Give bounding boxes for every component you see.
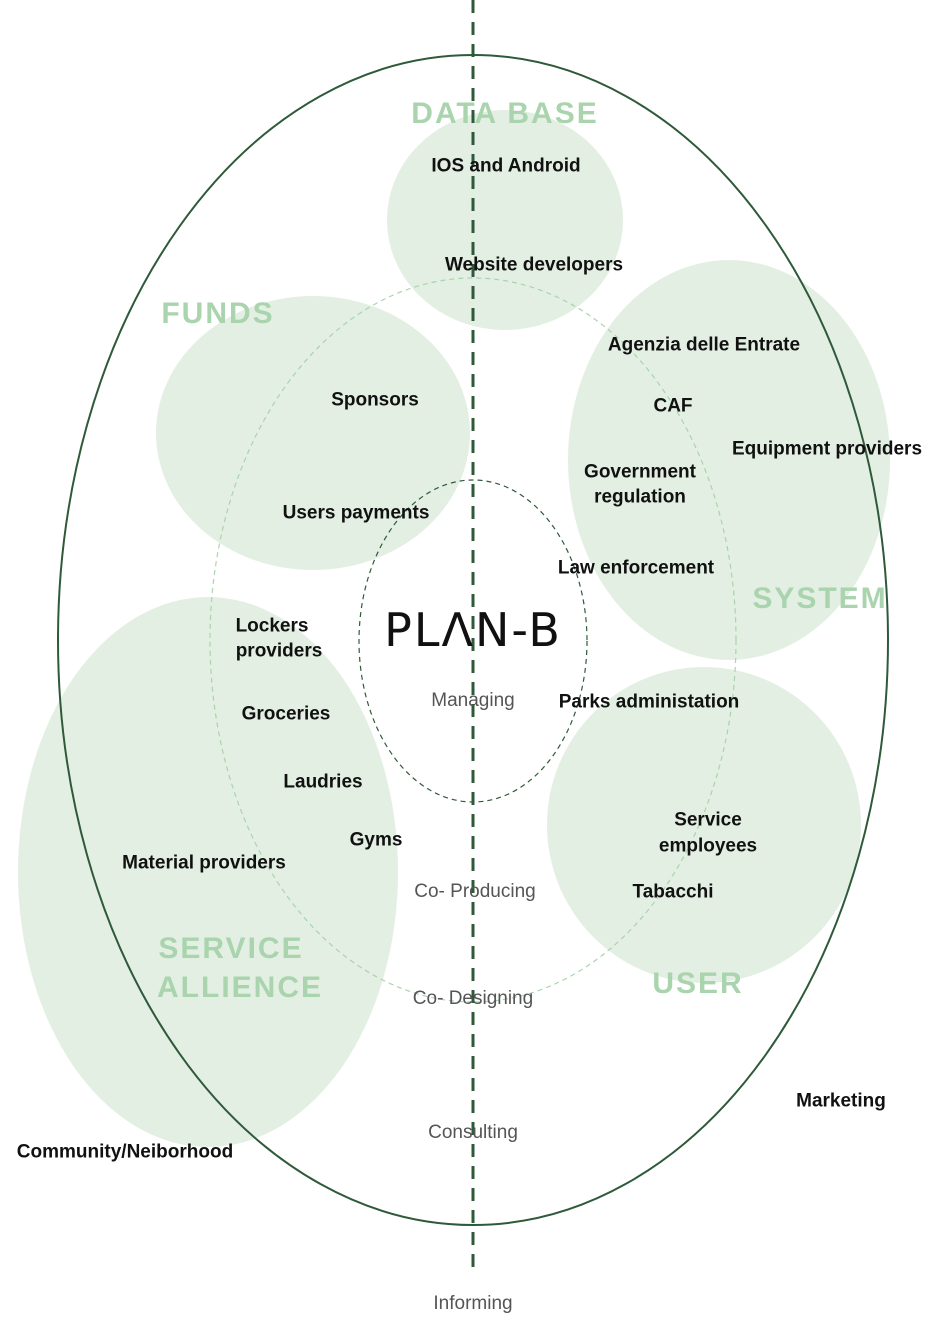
category-funds: FUNDS	[161, 297, 275, 330]
user-bubble	[547, 667, 861, 983]
level-consulting: Consulting	[428, 1122, 518, 1143]
stakeholder-material-providers: Material providers	[122, 852, 286, 874]
level-co-designing: Co- Designing	[412, 988, 534, 1009]
database-bubble	[387, 110, 623, 330]
level-co-producing: Co- Producing	[414, 881, 536, 902]
category-user: USER	[652, 967, 744, 1000]
stakeholder-sponsors: Sponsors	[331, 389, 419, 411]
stakeholder-lockers-providers-line2: providers	[235, 640, 323, 662]
stakeholder-lockers-providers-line1: Lockers	[235, 615, 309, 637]
stakeholder-government-regulation-line2: regulation	[594, 486, 686, 508]
stakeholder-agenzia: Agenzia delle Entrate	[607, 334, 801, 356]
stakeholder-users-payments: Users payments	[282, 502, 430, 524]
stakeholder-groceries: Groceries	[241, 703, 331, 725]
stakeholder-community: Community/Neiborhood	[16, 1141, 234, 1163]
plan-b-logo: PLΛN-B	[384, 603, 562, 657]
system-bubble	[568, 260, 890, 660]
level-informing: Informing	[433, 1293, 513, 1314]
stakeholder-parks-administation: Parks administation	[558, 691, 740, 713]
co-designing-ellipse	[209, 277, 737, 1003]
stakeholder-laudries: Laudries	[283, 771, 363, 793]
stakeholder-service-employees-line1: Service	[674, 809, 742, 831]
category-system: SYSTEM	[752, 582, 888, 615]
level-managing: Managing	[431, 690, 515, 711]
stakeholder-equipment-providers: Equipment providers	[731, 438, 923, 460]
stakeholder-service-employees-line2: employees	[658, 835, 758, 857]
category-database: DATA BASE	[411, 97, 599, 130]
stakeholder-tabacchi: Tabacchi	[632, 881, 714, 903]
funds-bubble	[156, 296, 470, 570]
category-service-alliance-line2: ALLIENCE	[157, 971, 323, 1004]
stakeholder-law-enforcement: Law enforcement	[557, 557, 715, 579]
stakeholder-ios-android: IOS and Android	[431, 155, 581, 177]
service-alliance-bubble	[18, 597, 398, 1147]
stakeholder-government-regulation-line1: Government	[584, 461, 696, 483]
category-service-alliance-line1: SERVICE	[158, 932, 304, 965]
stakeholder-gyms: Gyms	[349, 829, 403, 851]
stakeholder-website-developers: Website developers	[444, 254, 624, 276]
stakeholder-caf: CAF	[653, 395, 693, 417]
stakeholder-marketing: Marketing	[796, 1090, 886, 1112]
